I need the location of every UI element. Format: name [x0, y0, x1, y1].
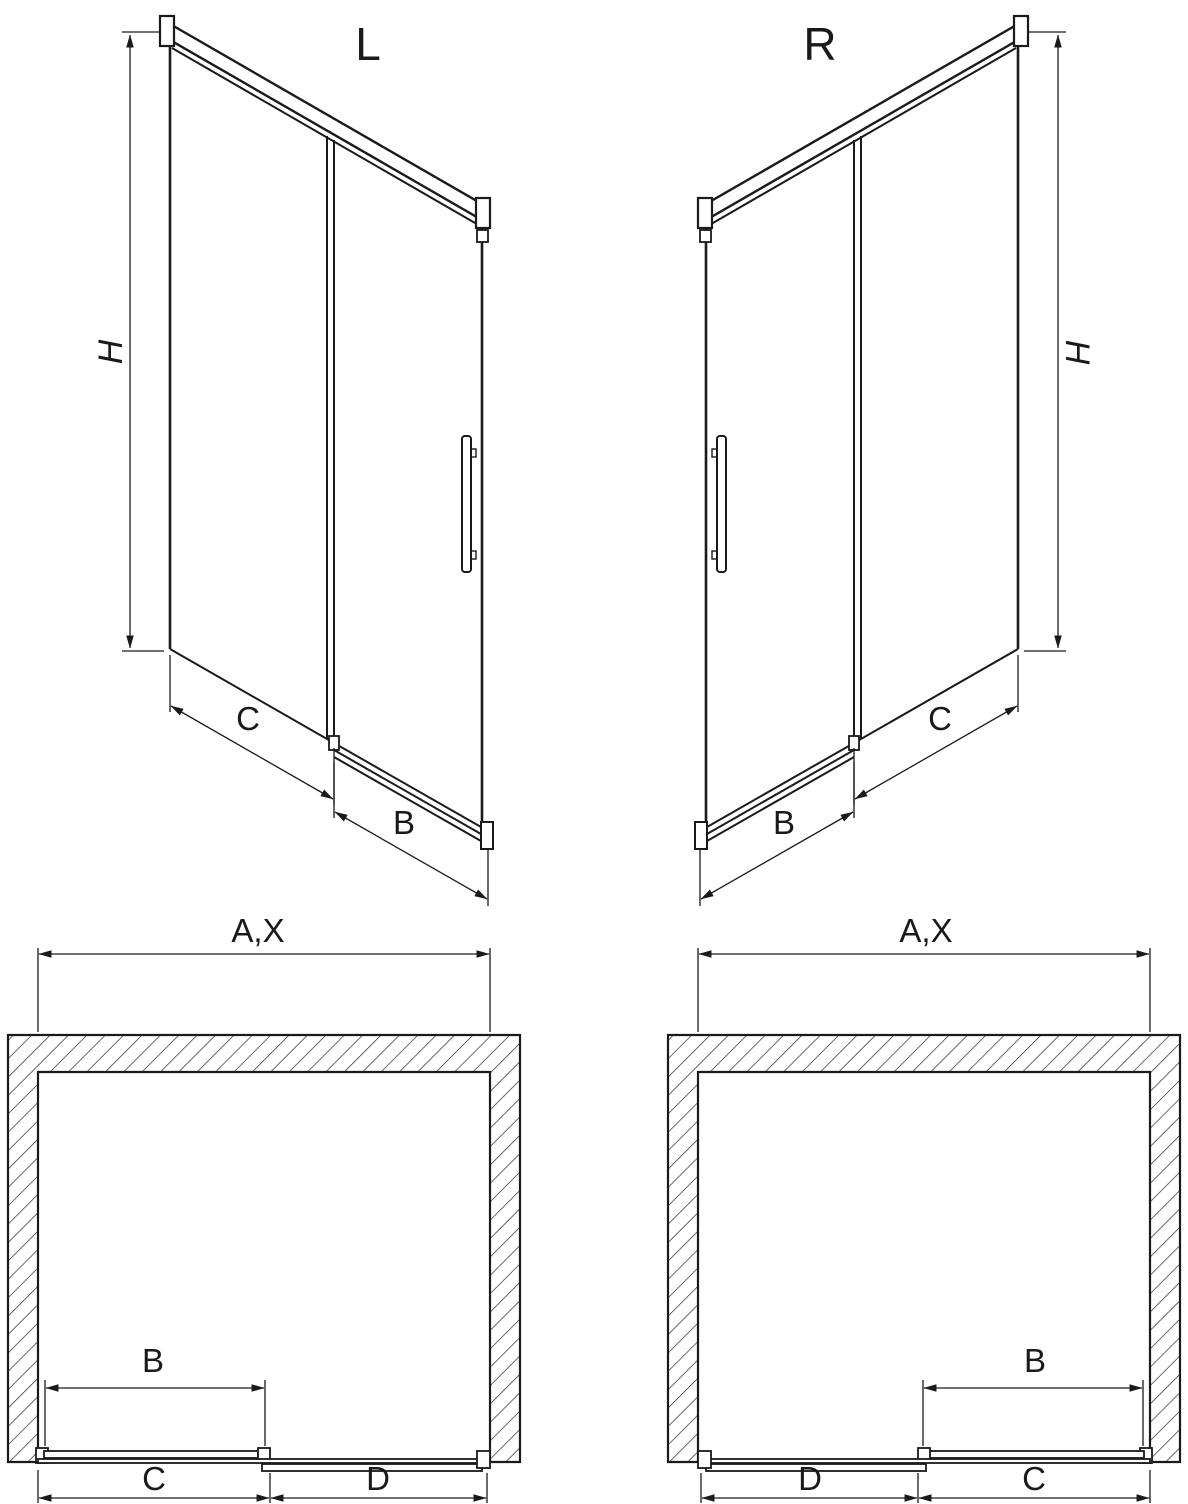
dim-label-height-left: H: [92, 339, 130, 364]
dim-label-door-plan-left: B: [142, 1342, 164, 1379]
iso-view-left: [122, 16, 493, 906]
plan-door-right: [698, 948, 1152, 1503]
plan-door-left: [36, 948, 490, 1503]
dim-label-segment1-plan-right: D: [798, 1460, 822, 1497]
plan-walls-right: [666, 1033, 1182, 1464]
dim-label-segment1-plan-left: C: [142, 1460, 166, 1497]
dim-label-overall-plan-left: A,X: [231, 912, 284, 949]
dim-label-segment2-plan-left: D: [366, 1460, 390, 1497]
dim-label-overall-plan-right: A,X: [899, 912, 952, 949]
dim-label-segment2-plan-right: C: [1022, 1460, 1046, 1497]
iso-view-right: [695, 16, 1066, 906]
dim-label-fixed-left: C: [236, 700, 260, 737]
variant-label-right: R: [803, 18, 836, 70]
dim-label-door-left: B: [393, 804, 415, 841]
plan-walls-left: [6, 1033, 522, 1464]
dim-label-door-plan-right: B: [1024, 1342, 1046, 1379]
dim-label-height-right: H: [1058, 340, 1096, 365]
variant-label-left: L: [355, 18, 381, 70]
dim-label-door-right: B: [773, 804, 795, 841]
dim-label-fixed-right: C: [928, 700, 952, 737]
